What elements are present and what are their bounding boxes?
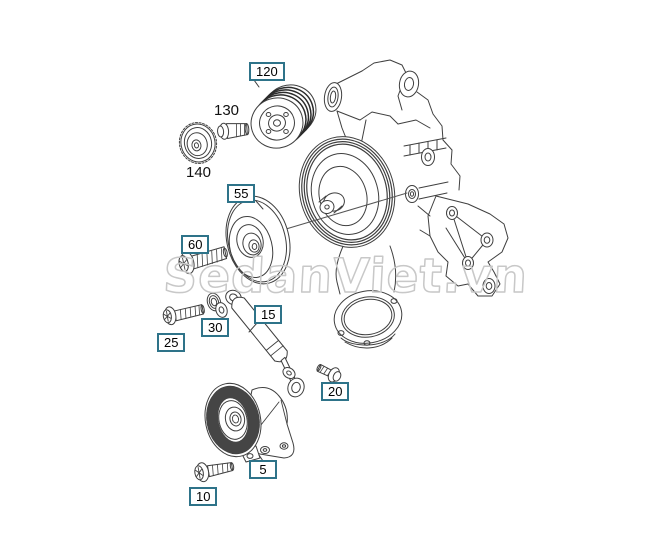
part-5-tensioner-drawing (204, 382, 295, 463)
part-130-bolt-drawing (217, 122, 250, 140)
callout-10: 10 (189, 487, 218, 506)
part-55-pulley-drawing (225, 195, 291, 285)
part-30-washers-drawing (206, 292, 228, 318)
pump-pulley-drawing (298, 136, 396, 248)
part-25-bolt-drawing (162, 304, 205, 326)
callout-60: 60 (181, 235, 210, 254)
pump-bottom-flange-drawing (333, 290, 403, 349)
watermark-text: SedanViet.vn (162, 249, 529, 304)
callout-25: 25 (157, 333, 186, 352)
part-15-damper-drawing (225, 289, 305, 398)
callout-140: 140 (186, 164, 212, 181)
water-pump-housing-drawing (323, 59, 509, 297)
part-20-bolt-drawing (316, 363, 342, 383)
callout-15: 15 (254, 305, 283, 324)
callout-120: 120 (249, 62, 285, 81)
callout-55: 55 (227, 184, 256, 203)
part-10-bolt-drawing (194, 462, 235, 483)
part-60-bolt-drawing (178, 246, 228, 275)
callout-5: 5 (249, 460, 277, 479)
callout-30: 30 (201, 318, 230, 337)
callout-20: 20 (321, 382, 350, 401)
part-140-disc-drawing (178, 122, 218, 164)
callout-130: 130 (214, 102, 240, 119)
part-120-pulley-drawing (250, 79, 317, 149)
leader-line-55-to-shaft (285, 192, 408, 230)
